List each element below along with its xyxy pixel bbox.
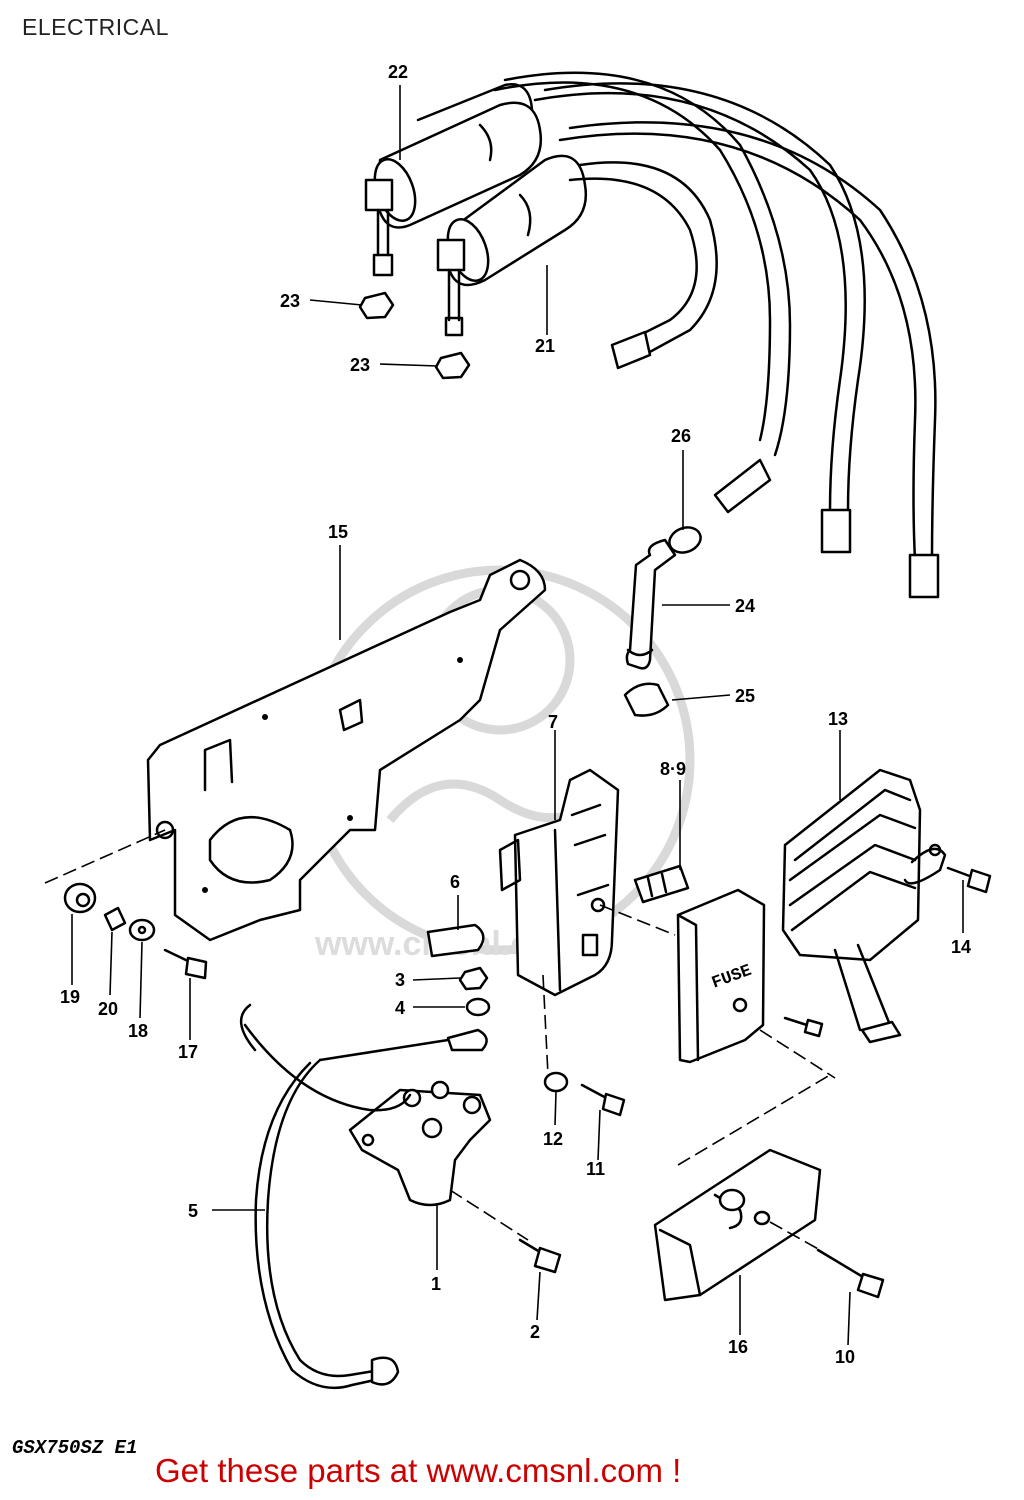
- part-number-6[interactable]: 6: [450, 872, 460, 892]
- part-number-3[interactable]: 3: [395, 970, 405, 990]
- screw-2[interactable]: [449, 1189, 562, 1274]
- part-number-14[interactable]: 14: [951, 937, 971, 957]
- nut-3[interactable]: [458, 966, 489, 991]
- part-number-1[interactable]: 1: [431, 1274, 441, 1294]
- screw-14[interactable]: [946, 866, 992, 894]
- junction-box-7[interactable]: [498, 768, 620, 997]
- collar-20[interactable]: [103, 906, 127, 932]
- part-number-7[interactable]: 7: [548, 712, 558, 732]
- terminal-cap-6[interactable]: [426, 923, 485, 958]
- part-number-20[interactable]: 20: [98, 999, 118, 1019]
- seal-26[interactable]: [666, 523, 704, 556]
- model-code: GSX750SZ E1: [12, 1437, 138, 1459]
- seal-25[interactable]: [623, 682, 670, 717]
- regulator-rectifier-13[interactable]: [781, 768, 947, 1044]
- part-number-12[interactable]: 12: [543, 1129, 563, 1149]
- washer-18[interactable]: [128, 918, 156, 942]
- screw-11[interactable]: [580, 1083, 626, 1117]
- part-number-23-lower[interactable]: 23: [350, 355, 370, 375]
- part-number-13[interactable]: 13: [828, 709, 848, 729]
- part-number-11[interactable]: 11: [586, 1159, 605, 1179]
- battery-lead-5[interactable]: [240, 1003, 488, 1390]
- bolt-17[interactable]: [163, 948, 208, 980]
- plug-cap-24[interactable]: [625, 538, 677, 670]
- part-number-18[interactable]: 18: [128, 1021, 148, 1041]
- part-number-10[interactable]: 10: [835, 1347, 855, 1367]
- leader-lines: [71, 85, 964, 1346]
- screw-10[interactable]: [769, 1221, 885, 1299]
- washer-12[interactable]: [543, 1071, 569, 1093]
- starter-relay-1[interactable]: [348, 1080, 492, 1207]
- part-number-21[interactable]: 21: [535, 336, 555, 356]
- nut-23-lower[interactable]: [434, 351, 471, 380]
- ignition-coil-21[interactable]: [436, 154, 588, 337]
- bracket-15[interactable]: [146, 558, 547, 942]
- page-title: ELECTRICAL: [22, 14, 169, 40]
- part-number-22[interactable]: 22: [388, 62, 408, 82]
- part-number-24[interactable]: 24: [735, 596, 755, 616]
- cover-16[interactable]: [653, 1074, 831, 1302]
- part-number-15[interactable]: 15: [328, 522, 348, 542]
- part-number-16[interactable]: 16: [728, 1337, 748, 1357]
- screw-fuse-cover[interactable]: [783, 1016, 824, 1038]
- high-tension-leads: [493, 71, 940, 599]
- grommet-19[interactable]: [63, 882, 97, 914]
- part-number-17[interactable]: 17: [178, 1042, 198, 1062]
- nut-23-upper[interactable]: [358, 291, 395, 320]
- part-number-25[interactable]: 25: [735, 686, 755, 706]
- cmsnl-link[interactable]: Get these parts at www.cmsnl.com !: [155, 1452, 682, 1489]
- fuse-8-9[interactable]: [633, 864, 690, 904]
- ignition-coil-22[interactable]: [364, 83, 543, 277]
- washer-4[interactable]: [465, 997, 491, 1017]
- part-number-23-upper[interactable]: 23: [280, 291, 300, 311]
- part-number-4[interactable]: 4: [395, 998, 405, 1018]
- part-number-2[interactable]: 2: [530, 1322, 540, 1342]
- fuse-box-cover[interactable]: FUSE: [676, 888, 766, 1064]
- part-number-19[interactable]: 19: [60, 987, 80, 1007]
- part-number-labels: 22 23 23 21 26 24 25 15 13 14 7 8·9 6 3 …: [60, 62, 971, 1367]
- part-number-26[interactable]: 26: [671, 426, 691, 446]
- part-number-8-9[interactable]: 8·9: [660, 759, 686, 779]
- part-number-5[interactable]: 5: [188, 1201, 198, 1221]
